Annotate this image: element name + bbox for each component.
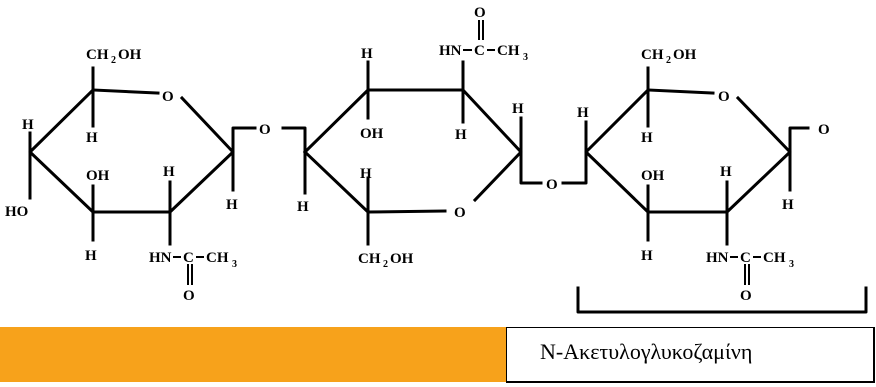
ring1-oh3: OH <box>86 168 110 184</box>
ring3-h5: H <box>641 130 653 146</box>
ring1-ch: CH <box>206 250 229 266</box>
ring2-oh3: OH <box>360 126 384 142</box>
ring3-oh3: OH <box>641 168 665 184</box>
ring2-h5: H <box>360 166 372 182</box>
ring2-ch2oh-sub: 2 <box>383 259 388 270</box>
ring1-h5: H <box>86 130 98 146</box>
ring2-ch: CH <box>497 43 520 59</box>
ring1-ch2oh-ch: CH <box>86 47 109 63</box>
ring3-ch2oh-ch: CH <box>641 47 664 63</box>
ring1-bond-top <box>91 88 160 95</box>
ring2-c: C <box>474 43 485 59</box>
glyco-oxygen-2: O <box>546 177 558 193</box>
ring2-h3: H <box>361 46 373 62</box>
ring3-ch2oh-sub: 2 <box>666 55 671 66</box>
ring3-ch: CH <box>763 250 786 266</box>
ring3-c: C <box>740 250 751 266</box>
ring1-hn: HN <box>149 250 172 266</box>
ring2-hn: HN <box>439 43 462 59</box>
ring1-glyco-1 <box>231 126 257 154</box>
caption-box <box>506 327 875 383</box>
ring3-h1: H <box>782 197 794 213</box>
monomer-bracket <box>576 286 868 314</box>
caption-label: N-Ακετυλογλυκοζαμίνη <box>540 339 753 364</box>
ring-2: H H OH H H O H CH 2 OH O HN C CH 3 O <box>297 5 588 270</box>
ring3-c1-o <box>788 126 810 154</box>
ring3-h4: H <box>577 105 589 121</box>
ring1-h3: H <box>85 248 97 264</box>
ring3-h3: H <box>641 248 653 264</box>
ring2-h4: H <box>297 199 309 215</box>
ring2-h1: H <box>512 101 524 117</box>
ring1-oxygen: O <box>162 89 174 105</box>
ring1-ch2oh-sub: 2 <box>111 55 116 66</box>
ring1-h2: H <box>163 164 175 180</box>
ring3-ch3-sub: 3 <box>789 259 794 270</box>
ring-3: H CH 2 OH O H OH H H H O HN C CH 3 O <box>577 47 830 304</box>
ring3-terminal-o: O <box>818 122 830 138</box>
ring1-c: C <box>183 250 194 266</box>
ring2-oxygen: O <box>454 205 466 221</box>
ring1-ch3-sub: 3 <box>232 259 237 270</box>
ring2-carbonyl-o: O <box>474 5 486 21</box>
glyco-2-ring3 <box>561 150 588 185</box>
ring3-bond-top <box>646 88 715 95</box>
ring3-oxygen: O <box>718 89 730 105</box>
ring1-h4: H <box>22 117 34 133</box>
ring3-carbonyl-o: O <box>740 288 752 304</box>
ring1-ho4: HO <box>5 204 28 220</box>
ring2-h2: H <box>455 127 467 143</box>
ring3-ch2oh-oh: OH <box>673 47 697 63</box>
ring3-hn: HN <box>706 250 729 266</box>
ring2-ch2oh-oh: OH <box>390 251 414 267</box>
ring1-ch2oh-oh: OH <box>118 47 142 63</box>
ring2-ch2oh-ch: CH <box>358 251 381 267</box>
ring3-h2: H <box>720 164 732 180</box>
ring2-bonds-bottom <box>302 149 447 214</box>
ring1-h1: H <box>226 197 238 213</box>
ring1-carbonyl-o: O <box>183 288 195 304</box>
ring1-bonds <box>28 87 235 214</box>
glyco-1-ring2 <box>281 126 307 154</box>
orange-bar <box>0 327 506 382</box>
ring2-glyco-2 <box>519 150 543 185</box>
ring2-ch3-sub: 3 <box>523 52 528 63</box>
ring3-bonds <box>584 87 792 214</box>
ring-1: CH 2 OH O H H HO OH H H H O HN C CH 3 O <box>5 47 307 304</box>
glyco-oxygen-1: O <box>259 122 271 138</box>
